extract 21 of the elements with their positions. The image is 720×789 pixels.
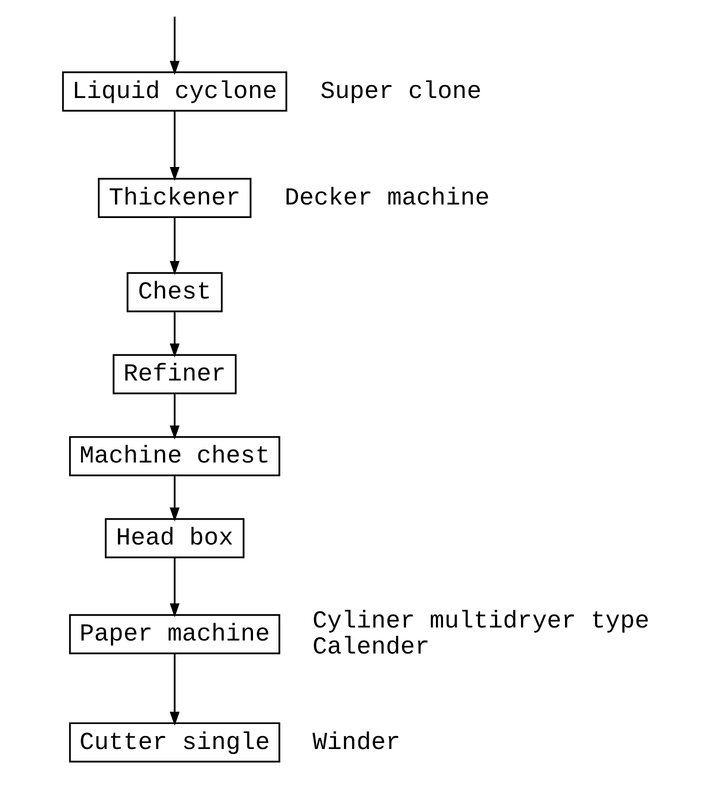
node-box: Paper machine <box>68 614 280 654</box>
node-label: Super clone <box>320 78 481 106</box>
node-box: Refiner <box>112 354 236 394</box>
arrow <box>169 217 180 276</box>
arrow <box>169 394 180 440</box>
arrow <box>169 558 180 618</box>
node-label: Cyliner multidryer type <box>312 608 649 636</box>
node-box: Cutter single <box>68 722 280 762</box>
node-box: Thickener <box>97 178 251 218</box>
arrow <box>169 110 180 181</box>
node-box: Head box <box>104 518 244 558</box>
node-box: Liquid cyclone <box>62 71 287 112</box>
node-label: Winder <box>312 730 400 757</box>
arrow <box>169 16 180 75</box>
node-box: Machine chest <box>68 436 280 476</box>
arrow <box>169 476 180 522</box>
node-label: Calender <box>312 634 430 662</box>
node-label: Decker machine <box>284 185 490 212</box>
arrow <box>169 654 180 726</box>
arrow <box>169 312 180 358</box>
node-box: Chest <box>126 272 222 312</box>
